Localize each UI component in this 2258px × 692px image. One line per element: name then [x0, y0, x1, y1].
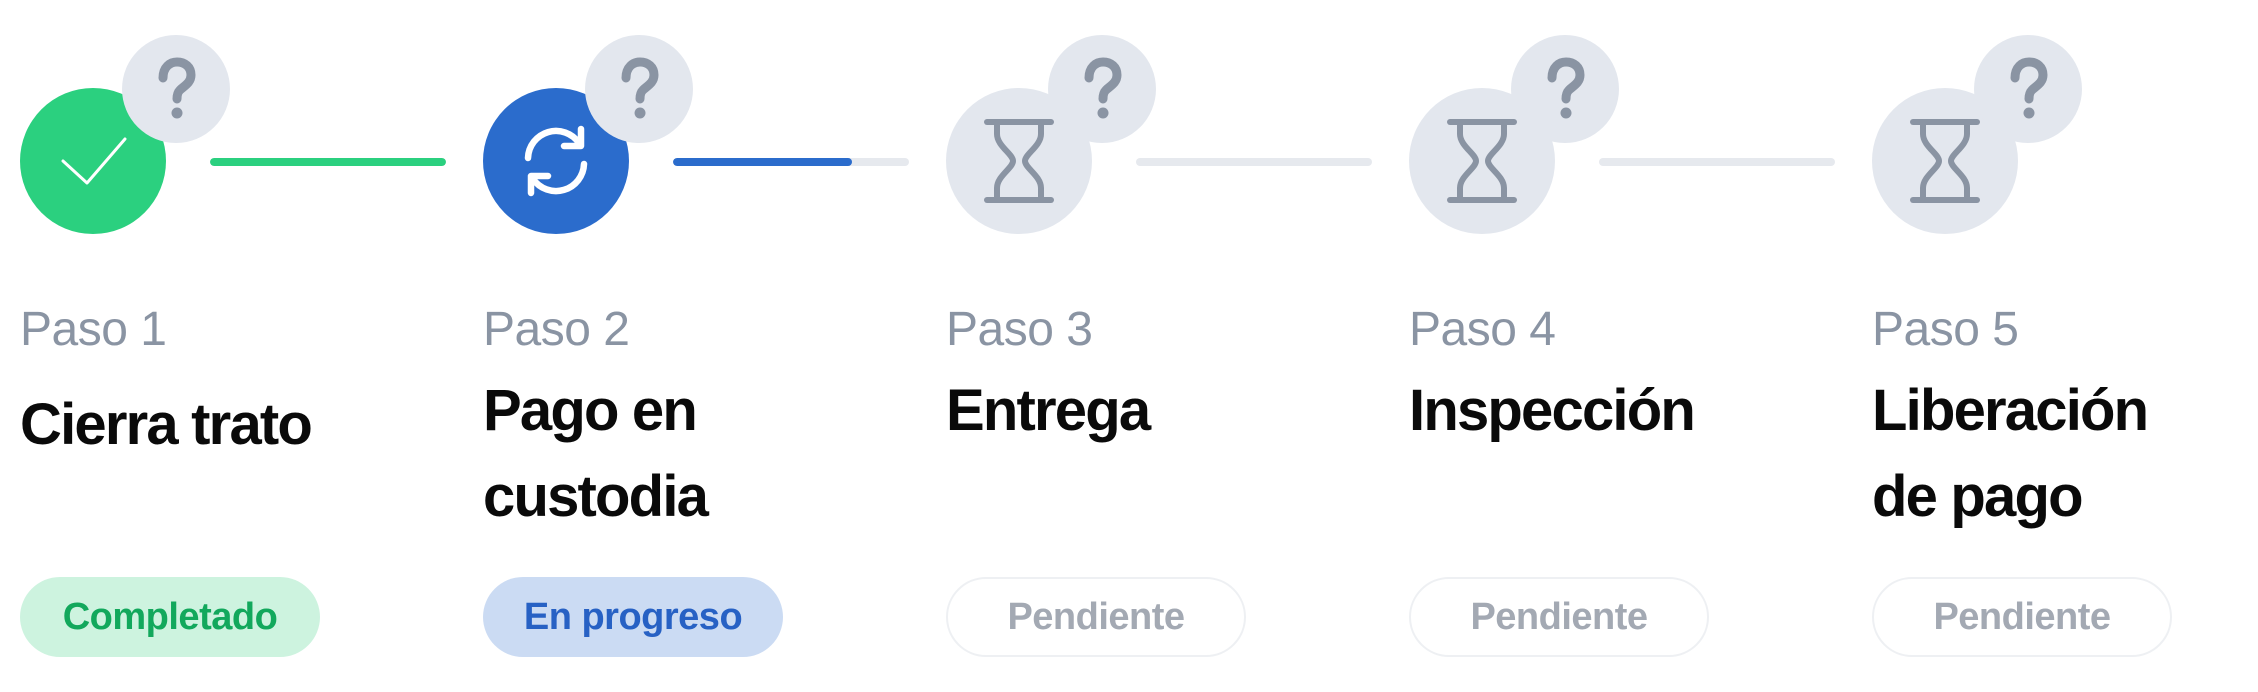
step-4: Paso 4 Inspección Pendiente: [1389, 0, 1849, 692]
step-2-help-button[interactable]: [585, 35, 693, 143]
step-5-status-badge: Pendiente: [1872, 577, 2172, 657]
step-3-number-label: Paso 3: [946, 303, 1093, 356]
step-5-number-label: Paso 5: [1872, 303, 2019, 356]
step-2-number-label: Paso 2: [483, 303, 630, 356]
question-mark-icon: [158, 57, 196, 119]
question-mark-icon: [1084, 57, 1122, 119]
step-1-connector: [210, 158, 446, 166]
step-4-title: Inspección: [1409, 378, 1696, 443]
step-4-status-badge: Pendiente: [1409, 577, 1709, 657]
step-2-status-badge: En progreso: [483, 577, 783, 657]
step-2-connector-fill: [673, 158, 853, 166]
step-5-help-button[interactable]: [1974, 35, 2082, 143]
sync-icon: [524, 125, 588, 197]
hourglass-icon: [1447, 119, 1517, 203]
step-2-title: Pago en custodia: [483, 378, 709, 529]
step-3-help-button[interactable]: [1048, 35, 1156, 143]
step-5-title: Liberación de pago: [1872, 378, 2149, 529]
question-mark-icon: [2010, 57, 2048, 119]
step-4-help-button[interactable]: [1511, 35, 1619, 143]
question-mark-icon: [1547, 57, 1585, 119]
step-3-status-badge: Pendiente: [946, 577, 1246, 657]
step-5: Paso 5 Liberación de pago Pendiente: [1852, 0, 2258, 692]
step-1-status-badge: Completado: [20, 577, 320, 657]
hourglass-icon: [984, 119, 1054, 203]
step-4-connector: [1599, 158, 1835, 166]
step-1-connector-fill: [210, 158, 446, 166]
step-3: Paso 3 Entrega Pendiente: [926, 0, 1386, 692]
step-2: Paso 2 Pago en custodia En progreso: [463, 0, 923, 692]
hourglass-icon: [1910, 119, 1980, 203]
step-1-help-button[interactable]: [122, 35, 230, 143]
step-3-title: Entrega: [946, 378, 1151, 443]
step-1-title: Cierra trato: [20, 392, 313, 457]
check-icon: [61, 137, 127, 185]
question-mark-icon: [621, 57, 659, 119]
step-3-connector: [1136, 158, 1372, 166]
step-2-connector: [673, 158, 909, 166]
step-4-number-label: Paso 4: [1409, 303, 1556, 356]
step-1: Paso 1 Cierra trato Completado: [0, 0, 460, 692]
step-1-number-label: Paso 1: [20, 303, 167, 356]
